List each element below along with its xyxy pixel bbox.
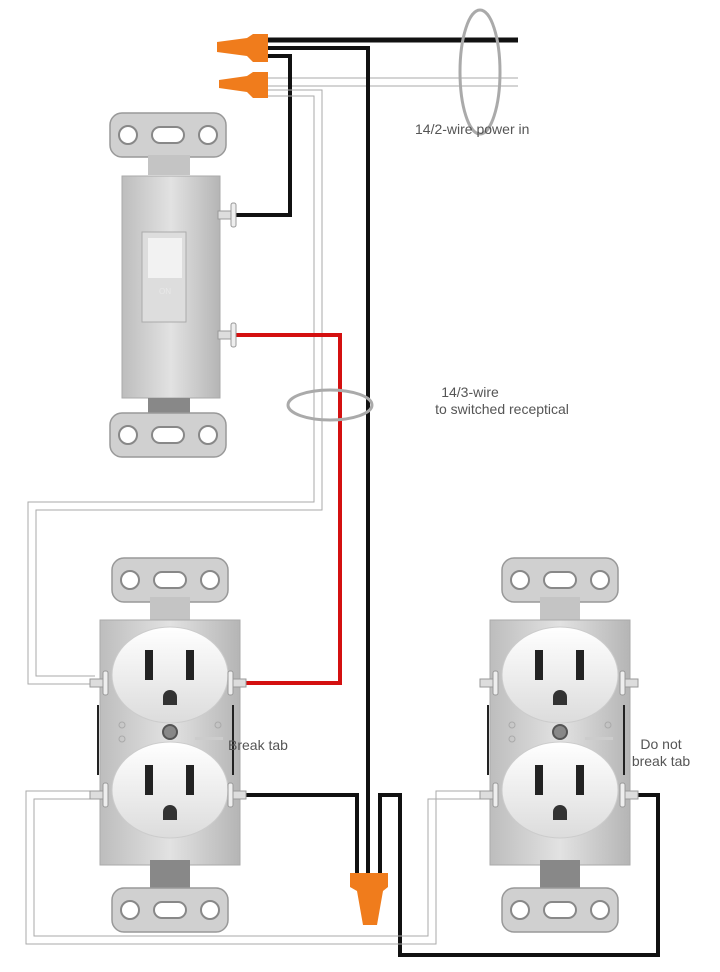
cable-bundle-marker-2	[286, 388, 374, 422]
power-in-label: 14/2-wire power in	[415, 121, 529, 137]
cable-bundle-marker	[458, 8, 502, 136]
power-in-cable	[268, 8, 518, 136]
wire-nut-top-neutral	[219, 72, 268, 98]
wire-nut-top-hot	[217, 34, 268, 62]
switched-receptacle	[89, 558, 247, 932]
single-pole-switch: ON	[109, 112, 237, 458]
switched-cable-label-line1: 14/3-wire	[441, 384, 499, 400]
hot-wire-right-receptacle	[378, 793, 660, 957]
do-not-break-tab-label-line2: break tab	[632, 753, 691, 769]
neutral-wire-right	[25, 790, 485, 945]
neutral-wire-left	[27, 89, 323, 685]
switched-cable-label-line2: to switched receptical	[435, 401, 569, 417]
hot-wire-left-bottom	[242, 793, 359, 875]
do-not-break-tab-label-line1: Do not	[640, 736, 681, 752]
hot-wire-to-switch	[232, 54, 292, 217]
wire-nut-bottom	[350, 873, 388, 925]
break-tab-label: Break tab	[228, 737, 288, 753]
always-hot-receptacle	[479, 558, 639, 932]
switched-red-wire	[232, 333, 342, 685]
switch-toggle-label: ON	[159, 287, 171, 296]
hot-wire-to-outlet-junction	[268, 46, 370, 875]
